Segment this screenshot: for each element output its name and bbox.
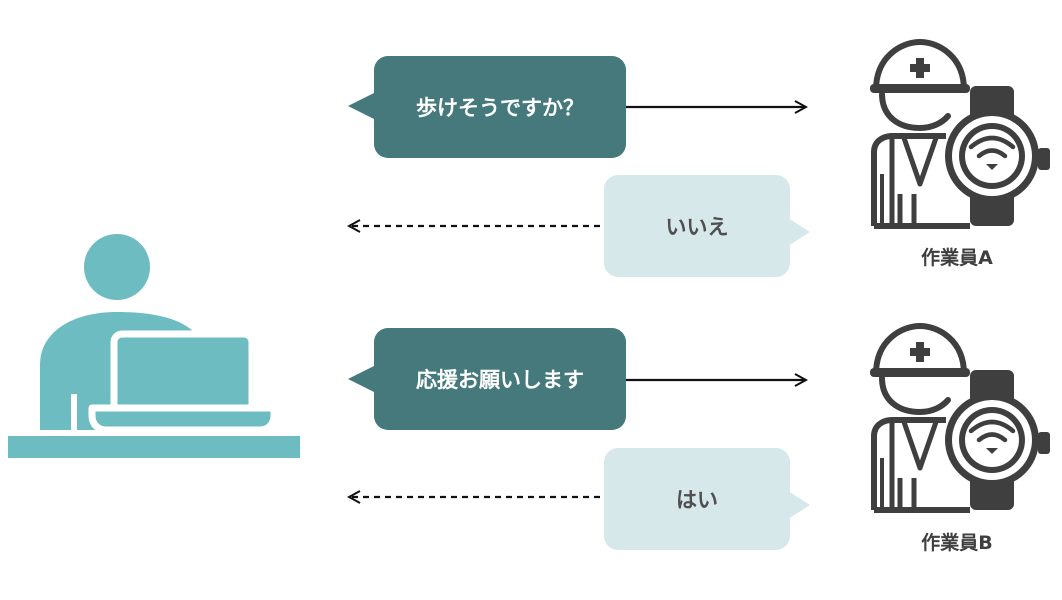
worker-label: 作業員A: [921, 246, 993, 269]
operator-at-laptop-icon: [8, 234, 300, 458]
message-text: 応援お願いします: [416, 368, 584, 392]
message-text: いいえ: [666, 215, 729, 239]
worker-with-smartwatch-icon: [870, 326, 1050, 510]
message-text: 歩けそうですか？: [416, 96, 584, 120]
message-bubble-question-a: 歩けそうですか？: [348, 56, 626, 158]
message-text: はい: [676, 488, 718, 512]
worker-a: 作業員A: [870, 42, 1050, 269]
message-bubble-reply-a: いいえ: [604, 175, 810, 277]
worker-b: 作業員B: [870, 326, 1050, 554]
message-bubble-reply-b: はい: [604, 448, 810, 550]
message-bubble-request-b: 応援お願いします: [348, 328, 626, 430]
worker-label: 作業員B: [921, 531, 992, 554]
worker-with-smartwatch-icon: [870, 42, 1050, 226]
